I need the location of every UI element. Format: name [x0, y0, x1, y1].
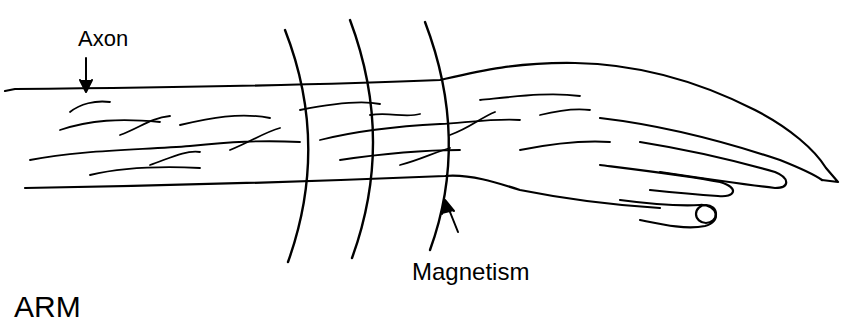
axon-squiggles: [30, 94, 610, 175]
figure-title: ARM: [14, 290, 81, 325]
arm-outline: [25, 176, 660, 208]
part-label: Magnetism: [412, 258, 529, 286]
leader-arrow: [80, 58, 458, 232]
magnetic-field-arc: [285, 20, 449, 262]
thumb: [620, 200, 716, 227]
thumb-nail: [696, 205, 716, 223]
arm-outline: [5, 63, 838, 182]
part-label: Axon: [78, 26, 128, 51]
finger: [600, 118, 822, 180]
finger: [600, 165, 733, 196]
